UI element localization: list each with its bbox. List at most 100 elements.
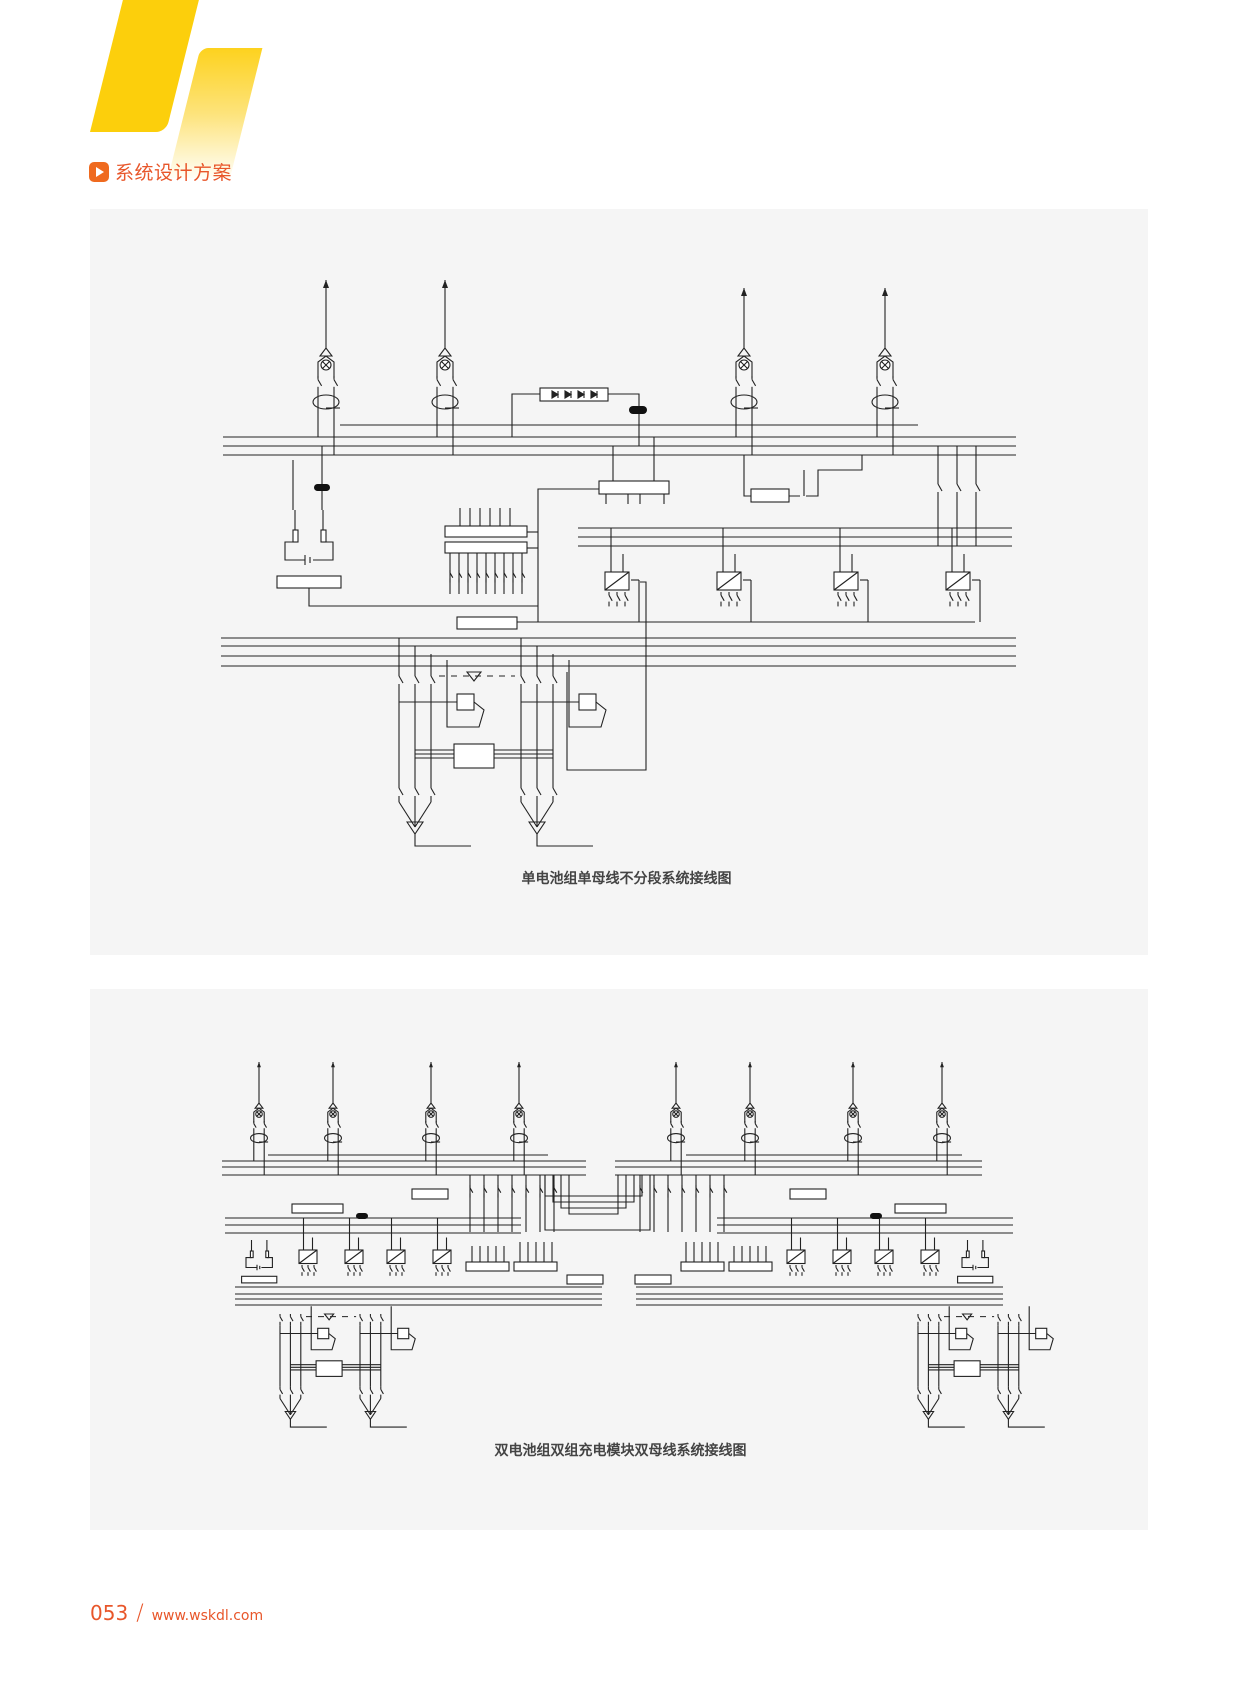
grounding-detector xyxy=(750,488,790,503)
switch-icon xyxy=(917,1389,922,1395)
switch-icon xyxy=(512,572,517,578)
switch-icon xyxy=(720,594,725,602)
website-link[interactable]: www.wskdl.com xyxy=(151,1608,264,1624)
switch-icon xyxy=(653,1187,658,1193)
switch-icon xyxy=(847,1267,851,1272)
feeder-frame xyxy=(513,1107,525,1123)
arrow-up-icon xyxy=(748,1062,752,1068)
tie-wire xyxy=(560,1175,627,1209)
relay-box xyxy=(317,1327,330,1340)
fuse-icon xyxy=(292,529,299,543)
measurement-box xyxy=(634,1274,672,1285)
switch-icon xyxy=(847,1123,851,1128)
switch-icon xyxy=(681,1187,686,1193)
feeder-frame xyxy=(744,1107,756,1123)
fuse-triangle-icon xyxy=(328,1102,338,1109)
switch-icon xyxy=(307,1267,311,1272)
switch-icon xyxy=(667,1187,672,1193)
insulation-monitor-box xyxy=(411,1188,449,1200)
switch-icon xyxy=(398,675,404,684)
lamp-icon xyxy=(330,1111,336,1117)
switch-icon xyxy=(435,1267,439,1272)
diode-unit xyxy=(291,1203,344,1214)
feeder-frame xyxy=(327,1107,339,1123)
output-triangle-icon xyxy=(284,1410,297,1421)
battery-monitor-box xyxy=(241,1275,278,1284)
switch-icon xyxy=(395,1267,399,1272)
fuse-triangle-icon xyxy=(937,1102,947,1109)
switch-icon xyxy=(883,1267,887,1272)
switch-icon xyxy=(523,1123,528,1128)
switch-icon xyxy=(513,1123,517,1128)
switch-icon xyxy=(467,572,472,578)
switch-icon xyxy=(359,1267,363,1272)
ac-input-box xyxy=(444,525,528,538)
fuse-triangle-icon xyxy=(514,1102,524,1109)
tie-wire xyxy=(568,1175,619,1215)
battery-monitor-box xyxy=(276,575,342,589)
battery-wire xyxy=(284,541,334,561)
tie-wire xyxy=(552,1175,635,1203)
switch-icon xyxy=(795,1267,799,1272)
output-triangle-icon xyxy=(364,1410,377,1421)
switch-icon xyxy=(469,1187,474,1193)
lamp-icon xyxy=(516,1111,522,1117)
relay-box xyxy=(397,1327,410,1340)
diode-wire xyxy=(511,393,640,446)
fuse-icon xyxy=(265,1250,270,1259)
arrow-up-icon xyxy=(674,1062,678,1068)
charger-module-icon xyxy=(344,1249,364,1264)
switch-icon xyxy=(536,675,542,684)
output-triangle-icon xyxy=(405,821,425,835)
relay-box xyxy=(456,693,475,711)
battery-wire xyxy=(308,588,538,607)
switch-icon xyxy=(485,572,490,578)
relay-wire xyxy=(280,1306,336,1351)
output-line xyxy=(369,1419,407,1428)
tie-wire xyxy=(544,1175,643,1197)
diagram-panel-double-bus xyxy=(90,989,1148,1530)
arrow-up-icon xyxy=(442,280,448,288)
tie-wire xyxy=(544,1175,651,1231)
switch-icon xyxy=(359,1316,364,1322)
fuse-icon xyxy=(870,1213,882,1219)
switch-icon xyxy=(253,1123,257,1128)
switch-icon xyxy=(938,1389,942,1395)
charger-module-icon xyxy=(786,1249,806,1264)
switch-icon xyxy=(327,1123,331,1128)
switch-icon xyxy=(946,1123,951,1128)
relay-wire xyxy=(918,1306,974,1351)
switch-icon xyxy=(949,594,954,602)
feeder-frame xyxy=(253,1107,265,1123)
switch-icon xyxy=(937,483,943,492)
switch-icon xyxy=(754,1123,759,1128)
diode-icon xyxy=(577,390,586,399)
switch-icon xyxy=(521,572,526,578)
battery-wire xyxy=(961,1257,989,1269)
switch-icon xyxy=(965,594,970,602)
feeder-frame xyxy=(936,1107,948,1123)
battery-wire xyxy=(245,1257,273,1269)
ac-input-box xyxy=(728,1261,773,1272)
lamp-icon xyxy=(881,361,889,369)
output-line xyxy=(1007,1419,1045,1428)
lamp-icon xyxy=(256,1111,262,1117)
lamp-icon xyxy=(322,361,330,369)
switch-icon xyxy=(263,1123,268,1128)
section-header: 系统设计方案 xyxy=(89,158,232,185)
section-title: 系统设计方案 xyxy=(115,162,233,184)
switch-icon xyxy=(608,594,613,602)
output-triangle-icon xyxy=(527,821,547,835)
fuse-icon xyxy=(629,406,647,414)
switch-icon xyxy=(927,1389,932,1395)
current-sensor-icon xyxy=(250,1132,269,1144)
switch-icon xyxy=(876,379,882,387)
switch-icon xyxy=(789,1267,793,1272)
lamp-icon xyxy=(673,1111,679,1117)
fuse-icon xyxy=(314,484,330,491)
charger-module-icon xyxy=(604,571,630,591)
arrow-up-icon xyxy=(882,288,888,296)
switch-icon xyxy=(624,594,629,602)
relay-wire xyxy=(360,1306,416,1351)
switch-icon xyxy=(435,1123,440,1128)
